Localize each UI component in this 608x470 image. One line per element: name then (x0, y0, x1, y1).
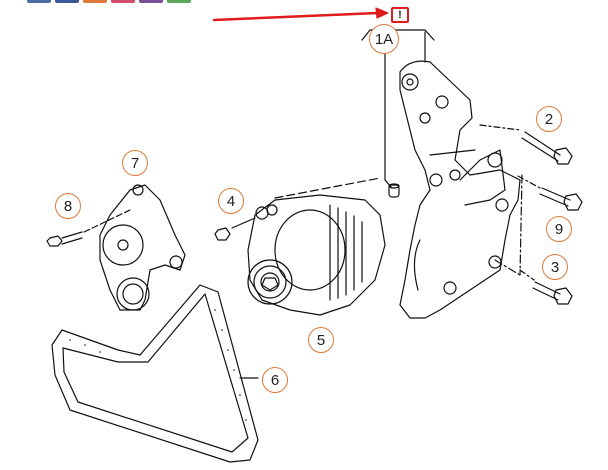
bolt-3 (519, 269, 573, 305)
highlight-flag-icon: ! (391, 7, 409, 23)
bolt-2 (479, 124, 573, 165)
callout-9[interactable]: 9 (546, 216, 572, 242)
strip-swatch-1 (27, 0, 51, 3)
strip-swatch-2 (55, 0, 79, 3)
callout-3[interactable]: 3 (542, 254, 568, 280)
ribbed-belt-part (51, 284, 259, 463)
strip-swatch-5 (139, 0, 163, 3)
callout-7[interactable]: 7 (122, 150, 148, 176)
mounting-bracket (399, 60, 521, 319)
strip-swatch-3 (83, 0, 107, 3)
belt-tensioner-part (46, 184, 186, 311)
callout-8[interactable]: 8 (55, 193, 81, 219)
highlight-arrow-icon (212, 7, 389, 22)
callout-4[interactable]: 4 (218, 188, 244, 214)
callout-6[interactable]: 6 (262, 367, 288, 393)
bolt-9 (517, 175, 583, 211)
strip-swatch-6 (167, 0, 191, 3)
callout-2[interactable]: 2 (536, 106, 562, 132)
bushing-part (388, 183, 400, 198)
alternator-part (214, 177, 386, 316)
callout-1a[interactable]: 1A (369, 24, 399, 54)
callout-5[interactable]: 5 (308, 327, 334, 353)
strip-swatch-4 (111, 0, 135, 3)
